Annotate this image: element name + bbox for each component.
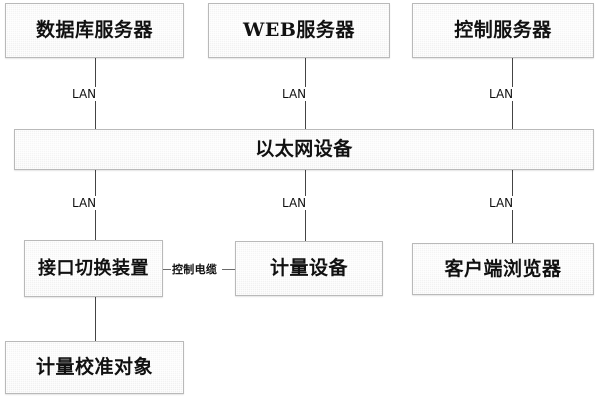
edge-label-lan-metering-device: LAN [280, 196, 309, 210]
node-label-calibration-object: 计量校准对象 [35, 356, 153, 378]
node-interface-switching-device[interactable]: 接口切换装置 [24, 240, 163, 297]
edge-label-lan-interface-switch: LAN [70, 196, 99, 210]
link-control-cable-right-segment [222, 269, 235, 270]
node-web-server[interactable]: WEB服务器 [208, 3, 390, 58]
node-label-database-server: 数据库服务器 [35, 19, 153, 41]
node-metering-device[interactable]: 计量设备 [235, 241, 383, 296]
node-label-web-server: WEB服务器 [243, 19, 355, 41]
node-calibration-object[interactable]: 计量校准对象 [5, 341, 184, 394]
node-label-ethernet-device: 以太网设备 [255, 138, 353, 160]
edge-label-lan-control-server: LAN [487, 87, 516, 101]
node-client-browser[interactable]: 客户端浏览器 [412, 243, 594, 295]
edge-label-lan-db-server: LAN [70, 87, 99, 101]
node-label-control-server: 控制服务器 [454, 19, 552, 41]
node-ethernet-device[interactable]: 以太网设备 [14, 129, 594, 170]
node-database-server[interactable]: 数据库服务器 [5, 3, 184, 58]
node-label-client-browser: 客户端浏览器 [444, 257, 562, 280]
node-label-metering-device: 计量设备 [269, 257, 348, 279]
edge-label-lan-client-browser: LAN [487, 196, 516, 210]
edge-label-lan-web-server: LAN [280, 87, 309, 101]
edge-label-control-cable: 控制电缆 [171, 263, 219, 276]
link-control-cable-left-segment [163, 269, 177, 270]
node-label-interface-switching-device: 接口切换装置 [38, 257, 149, 279]
link-interface-switch-to-calibration-object [95, 297, 96, 341]
node-control-server[interactable]: 控制服务器 [412, 3, 594, 58]
